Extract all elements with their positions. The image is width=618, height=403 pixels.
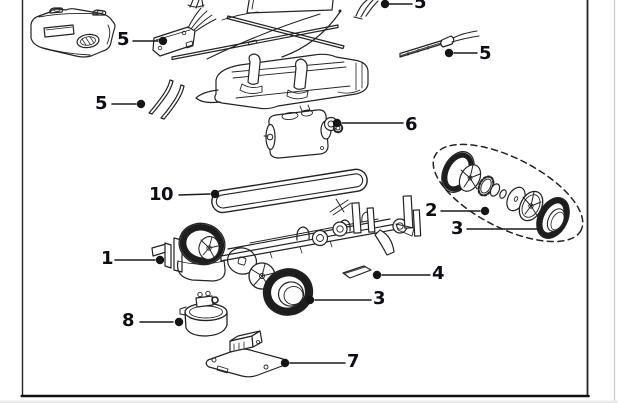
motor-part: [263, 109, 344, 159]
callout-label-3-assembly: 3: [451, 218, 464, 239]
drive-belt-part: [211, 168, 368, 214]
callout-label-5-top: 5: [414, 0, 427, 13]
callout-label-5-antenna: 5: [479, 43, 492, 64]
callout-label-4-strip: 4: [432, 263, 445, 284]
curved-tubes-part: [148, 79, 185, 120]
callout-label-3-tire: 3: [373, 288, 386, 309]
wheel-axle-assembly: [432, 143, 584, 243]
gear-pod-part: [179, 290, 228, 337]
bumper-foglight: [76, 33, 100, 49]
switch-plate-part: [205, 330, 286, 378]
callout-label-10-belt: 10: [149, 184, 174, 205]
callout-label-5-tubes: 5: [95, 93, 108, 114]
callout-label-7-plate: 7: [347, 351, 360, 372]
leader-dots: [136, 0, 490, 368]
clip-part-cut: [187, 0, 205, 9]
rear-tire-part: [262, 268, 314, 316]
antenna-rods-part: [171, 9, 345, 61]
callout-label-2-assembly: 2: [425, 200, 438, 221]
bumper-grille: [43, 24, 75, 38]
wire-bundle-part-cut: [353, 0, 379, 20]
front-bumper-part: [30, 7, 116, 58]
callout-label-1-chassis: 1: [101, 248, 114, 269]
pod-gear: [211, 296, 219, 304]
antenna-tip-part: [399, 30, 480, 58]
callout-label-5-plate: 5: [117, 29, 130, 50]
leader-lines: [111, 3, 539, 364]
pin-strip-part: [342, 265, 372, 279]
callout-label-8-pod: 8: [122, 310, 135, 331]
chassis-part: [151, 195, 422, 290]
roof-frame-part-cut: [246, 0, 334, 14]
assembly-boundary-dashed-ellipse: [432, 143, 584, 243]
cockpit-tub-part: [195, 53, 369, 112]
seat-back-left: [247, 53, 261, 85]
callout-label-6-motor: 6: [405, 114, 418, 135]
wire-plate-part: [152, 7, 217, 57]
seat-back-right: [293, 58, 308, 90]
